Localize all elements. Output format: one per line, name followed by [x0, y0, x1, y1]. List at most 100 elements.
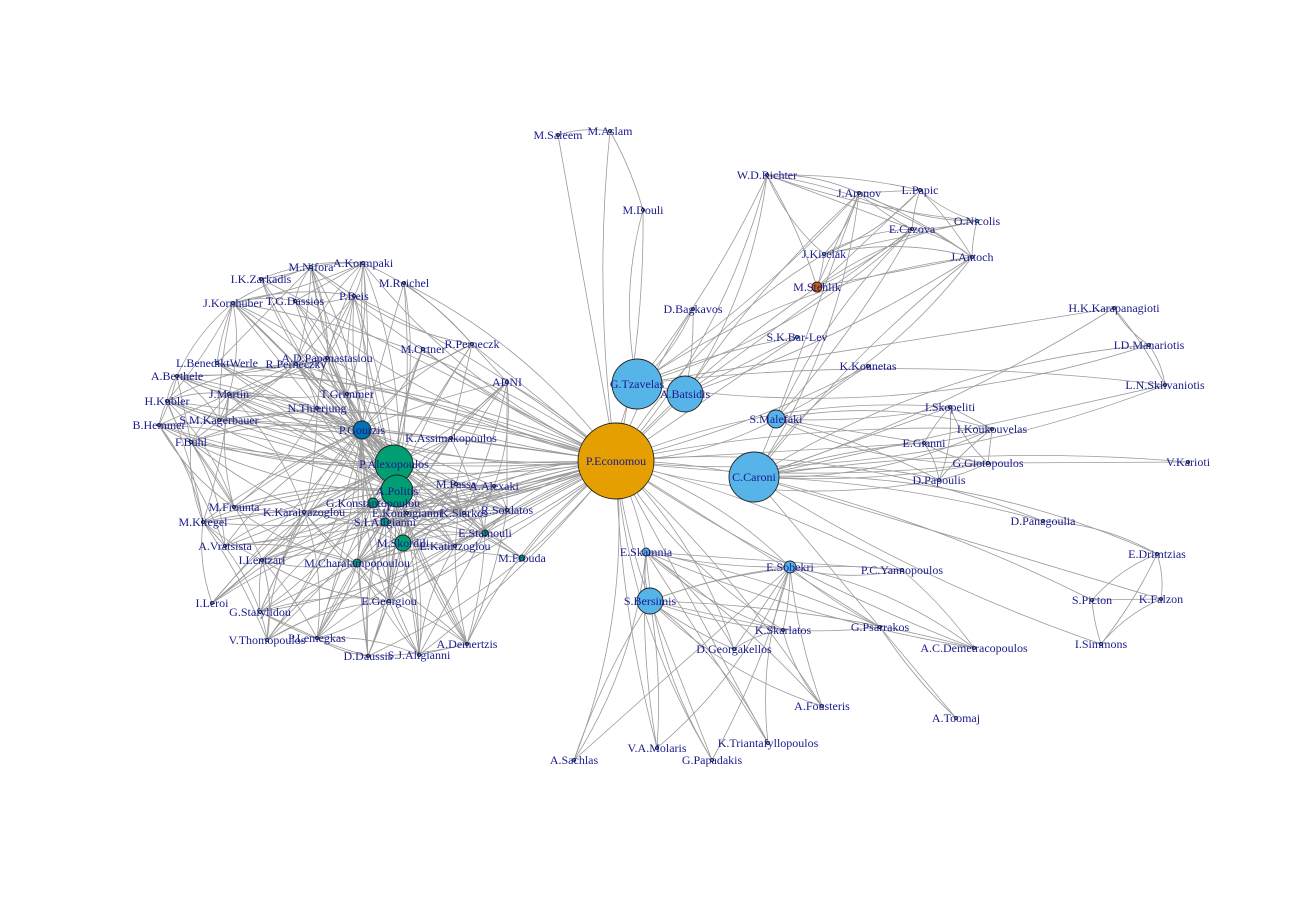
- edge: [353, 295, 473, 345]
- edge: [911, 228, 973, 258]
- edge: [361, 429, 495, 487]
- edge: [949, 406, 993, 430]
- edge: [636, 344, 1150, 399]
- edge: [753, 476, 1102, 645]
- node-w-d-richter: [764, 172, 770, 178]
- edge: [615, 460, 989, 474]
- edge: [233, 487, 398, 508]
- edge: [216, 362, 398, 492]
- node-p-beis: [351, 293, 357, 299]
- node-label-t-g-dassios: T.G.Dassios: [266, 294, 325, 308]
- node-e-katirtzoglou: [452, 543, 458, 549]
- node-label-n-thierjung: N.Thierjung: [288, 401, 347, 415]
- edge: [636, 256, 973, 385]
- node-a-toomaj: [953, 715, 959, 721]
- node-label-s-picton: S.Picton: [1072, 593, 1112, 607]
- node-label-k-skarlatos: K.Skarlatos: [755, 623, 812, 637]
- edge: [645, 551, 713, 761]
- edge: [356, 562, 468, 645]
- node-label-b-hemmer: B.Hemmer: [133, 418, 186, 432]
- edge: [211, 429, 363, 604]
- edge: [406, 512, 456, 547]
- edge: [259, 429, 363, 613]
- edge: [753, 256, 973, 478]
- edge: [266, 429, 363, 641]
- node-k-kounetas: [865, 363, 871, 369]
- edge: [216, 362, 363, 431]
- edge: [858, 192, 978, 222]
- node-b-hemmer: [156, 422, 162, 428]
- node-label-a-kormpaki: A.Kormpaki: [333, 256, 394, 270]
- node-s-bersimis: [636, 587, 664, 615]
- edge: [190, 441, 395, 465]
- edge: [615, 460, 881, 628]
- edge: [228, 363, 297, 395]
- node-label-l-papic: L.Papic: [902, 183, 939, 197]
- edge: [455, 483, 486, 534]
- node-label-a-vratsista: A.Vratsista: [198, 539, 252, 553]
- edge: [643, 551, 658, 749]
- edge: [158, 400, 168, 426]
- edge: [454, 545, 468, 645]
- edge: [684, 228, 913, 395]
- edge: [911, 189, 921, 230]
- edge: [361, 429, 420, 656]
- node-label-s-m-kagerbauer: S.M.Kagerbauer: [179, 413, 258, 427]
- node-label-r-perneczk: R.Perneczk: [445, 337, 500, 351]
- node-label-d-panagoulia: D.Panagoulia: [1011, 514, 1077, 528]
- node-label-c-caroni: C.Caroni: [732, 470, 776, 484]
- edge: [450, 343, 473, 439]
- node-label-a-berthele: A.Berthele: [151, 369, 203, 383]
- edge: [259, 597, 390, 613]
- edge: [356, 545, 456, 564]
- edge: [224, 429, 363, 547]
- node-a-politis: [380, 474, 414, 508]
- edge: [356, 512, 408, 564]
- edge: [303, 511, 386, 523]
- edge: [176, 375, 398, 492]
- edge: [649, 600, 713, 761]
- node-label-a-demertzis: A.Demertzis: [437, 637, 498, 651]
- edge: [158, 393, 230, 426]
- edge: [216, 266, 312, 364]
- edge: [455, 381, 508, 485]
- node-d-panagoulia: [1040, 518, 1046, 524]
- node-s-malefaki: [766, 409, 786, 429]
- edge: [353, 295, 617, 462]
- node-p-economou: [577, 422, 655, 500]
- edge: [823, 228, 913, 255]
- edge: [418, 532, 486, 656]
- node-label-j-martin: J.Martin: [209, 387, 249, 401]
- edge: [466, 509, 508, 645]
- edge: [938, 406, 951, 481]
- node-label-f-buhl: F.Buhl: [175, 435, 208, 449]
- edge: [766, 174, 913, 230]
- edge: [402, 542, 420, 656]
- node-label-i-lentzari: I.Lentzari: [239, 553, 287, 567]
- node-label-g-stafylidou: G.Stafylidou: [229, 605, 291, 619]
- edge: [176, 375, 363, 431]
- node-i-skopeliti: [947, 404, 953, 410]
- edge: [218, 411, 617, 462]
- node-m-charalampopoulou: [352, 558, 362, 568]
- edge: [923, 406, 951, 444]
- edge: [858, 192, 913, 230]
- node-m-ortner: [420, 346, 426, 352]
- edge: [261, 559, 318, 639]
- node-label-e-gianni: E.Gianni: [903, 436, 947, 450]
- edge: [176, 302, 234, 377]
- edge: [316, 637, 420, 656]
- node-g-konstantopoulou: [367, 497, 379, 509]
- edge: [258, 559, 263, 613]
- node-a-d-papanastasiou: [324, 355, 330, 361]
- edge: [166, 302, 234, 402]
- edge: [645, 551, 881, 628]
- node-label-g-giotopoulos: G.Giotopoulos: [952, 456, 1023, 470]
- node-r-perneczk: [469, 341, 475, 347]
- node-k-assimakopoulos: [448, 435, 454, 441]
- edge: [158, 424, 235, 508]
- edge: [295, 262, 364, 365]
- node-i-d-manariotis: [1146, 342, 1152, 348]
- edge: [615, 460, 713, 761]
- edge: [189, 441, 204, 523]
